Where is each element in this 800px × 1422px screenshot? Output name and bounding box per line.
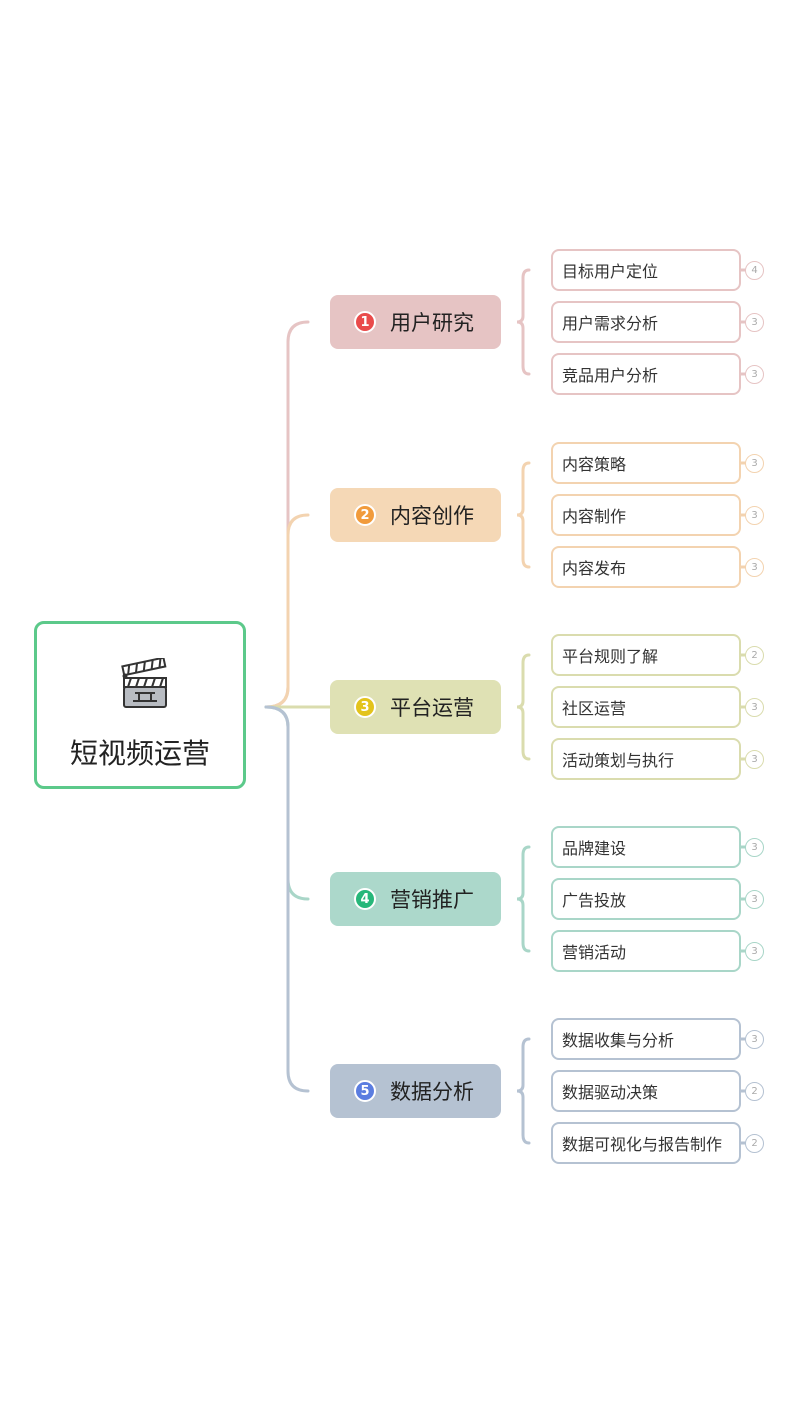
child-count-badge[interactable]: 3 — [745, 697, 764, 717]
number-badge-icon: 4 — [354, 888, 376, 910]
child-count-badge[interactable]: 3 — [745, 557, 764, 577]
leaf-node[interactable]: 营销活动 — [551, 930, 741, 972]
branch-label: 数据分析 — [390, 1080, 474, 1104]
child-count-badge[interactable]: 2 — [745, 645, 764, 665]
leaf-node[interactable]: 目标用户定位 — [551, 249, 741, 291]
branch-node[interactable]: 2 内容创作 — [330, 488, 501, 542]
leaf-node[interactable]: 数据驱动决策 — [551, 1070, 741, 1112]
branch-connector — [264, 513, 310, 709]
child-count-badge[interactable]: 3 — [745, 749, 764, 769]
root-node[interactable]: 短视频运营 — [34, 621, 246, 789]
leaf-bracket — [516, 653, 531, 761]
branch-label: 用户研究 — [390, 311, 474, 335]
child-count-badge[interactable]: 3 — [745, 453, 764, 473]
root-title: 短视频运营 — [69, 737, 210, 770]
number-badge-icon: 5 — [354, 1080, 376, 1102]
leaf-node[interactable]: 广告投放 — [551, 878, 741, 920]
child-count-badge[interactable]: 3 — [745, 837, 764, 857]
leaf-bracket — [516, 461, 531, 569]
branch-label: 内容创作 — [390, 504, 474, 528]
leaf-node[interactable]: 竞品用户分析 — [551, 353, 741, 395]
leaf-bracket — [516, 845, 531, 953]
branch-node[interactable]: 5 数据分析 — [330, 1064, 501, 1118]
leaf-node[interactable]: 内容发布 — [551, 546, 741, 588]
leaf-bracket — [516, 268, 531, 376]
child-count-badge[interactable]: 3 — [745, 941, 764, 961]
branch-connector — [264, 705, 310, 1093]
leaf-bracket — [516, 1037, 531, 1145]
child-count-badge[interactable]: 3 — [745, 312, 764, 332]
leaf-node[interactable]: 内容制作 — [551, 494, 741, 536]
leaf-node[interactable]: 品牌建设 — [551, 826, 741, 868]
leaf-node[interactable]: 平台规则了解 — [551, 634, 741, 676]
branch-label: 平台运营 — [390, 696, 474, 720]
leaf-node[interactable]: 社区运营 — [551, 686, 741, 728]
child-count-badge[interactable]: 3 — [745, 1029, 764, 1049]
branch-node[interactable]: 1 用户研究 — [330, 295, 501, 349]
leaf-node[interactable]: 数据可视化与报告制作 — [551, 1122, 741, 1164]
leaf-node[interactable]: 活动策划与执行 — [551, 738, 741, 780]
child-count-badge[interactable]: 3 — [745, 364, 764, 384]
branch-node[interactable]: 4 营销推广 — [330, 872, 501, 926]
child-count-badge[interactable]: 4 — [745, 260, 764, 280]
number-badge-icon: 3 — [354, 696, 376, 718]
child-count-badge[interactable]: 3 — [745, 505, 764, 525]
child-count-badge[interactable]: 3 — [745, 889, 764, 909]
leaf-node[interactable]: 数据收集与分析 — [551, 1018, 741, 1060]
branch-label: 营销推广 — [390, 888, 474, 912]
branch-node[interactable]: 3 平台运营 — [330, 680, 501, 734]
clapperboard-icon — [121, 658, 167, 708]
child-count-badge[interactable]: 2 — [745, 1081, 764, 1101]
leaf-node[interactable]: 内容策略 — [551, 442, 741, 484]
number-badge-icon: 2 — [354, 504, 376, 526]
child-count-badge[interactable]: 2 — [745, 1133, 764, 1153]
number-badge-icon: 1 — [354, 311, 376, 333]
leaf-node[interactable]: 用户需求分析 — [551, 301, 741, 343]
